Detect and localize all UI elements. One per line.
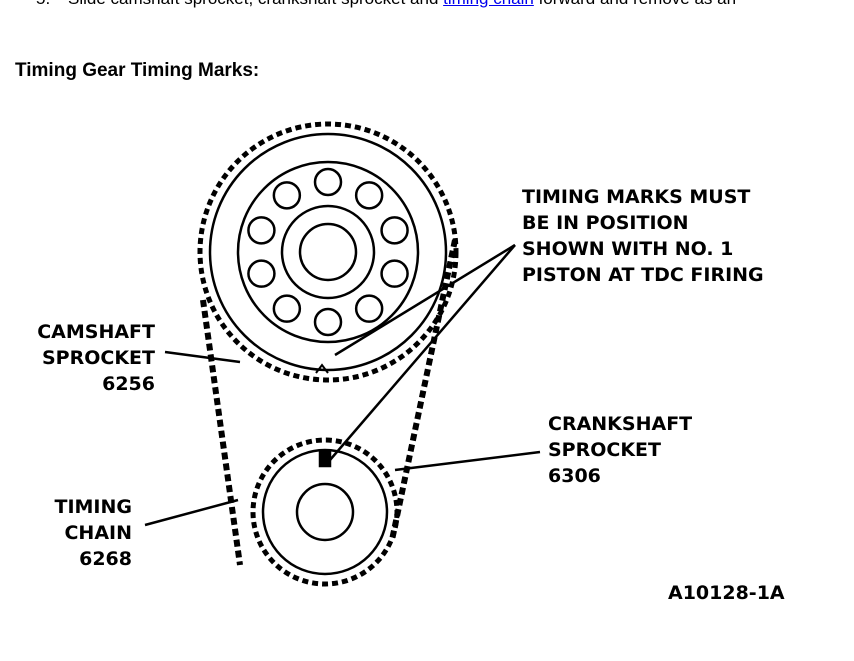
svg-text:6306: 6306 [548, 465, 601, 487]
sprocket-hole [380, 216, 409, 245]
svg-text:TIMING: TIMING [54, 496, 132, 518]
svg-text:6268: 6268 [79, 548, 132, 570]
sprocket-hole [247, 259, 276, 288]
note-label: TIMING MARKS MUST BE IN POSITION SHOWN W… [522, 186, 764, 286]
svg-text:SHOWN WITH NO. 1: SHOWN WITH NO. 1 [522, 238, 733, 260]
section-heading: Timing Gear Timing Marks: [15, 60, 260, 81]
crankshaft-sprocket [250, 437, 400, 587]
svg-text:PISTON AT TDC FIRING: PISTON AT TDC FIRING [522, 264, 764, 286]
sprocket-hole [247, 216, 276, 245]
leader-lines [144, 243, 541, 527]
svg-text:CRANKSHAFT: CRANKSHAFT [548, 413, 692, 435]
sprocket-hole [354, 294, 384, 323]
svg-text:TIMING MARKS MUST: TIMING MARKS MUST [522, 186, 750, 208]
step-5: 5.Slide camshaft sprocket, crankshaft sp… [36, 0, 736, 9]
sprocket-hole [313, 307, 343, 337]
step-number: 5. [36, 0, 68, 9]
svg-text:CHAIN: CHAIN [64, 522, 132, 544]
svg-text:SPROCKET: SPROCKET [42, 347, 155, 369]
svg-text:CAMSHAFT: CAMSHAFT [37, 321, 155, 343]
step-text-end: forward and remove as an [534, 0, 737, 8]
sprocket-hole [272, 294, 302, 323]
step-text: Slide camshaft sprocket, crankshaft spro… [68, 0, 443, 8]
camshaft-label: CAMSHAFT SPROCKET 6256 [37, 321, 155, 395]
camshaft-sprocket [197, 121, 459, 383]
timing-chain [200, 239, 458, 566]
sprocket-hole [380, 259, 409, 288]
sprocket-hole [313, 167, 343, 197]
svg-text:6256: 6256 [102, 373, 155, 395]
svg-text:SPROCKET: SPROCKET [548, 439, 661, 461]
timing-chain-link[interactable]: timing chain [443, 0, 534, 8]
timing-mark [315, 363, 329, 374]
figure-id: A10128-1A [668, 582, 785, 604]
svg-text:BE IN POSITION: BE IN POSITION [522, 212, 689, 234]
crankshaft-label: CRANKSHAFT SPROCKET 6306 [548, 413, 692, 487]
sprocket-hole [354, 181, 384, 210]
sprocket-hole [272, 181, 302, 210]
chain-label: TIMING CHAIN 6268 [54, 496, 132, 570]
